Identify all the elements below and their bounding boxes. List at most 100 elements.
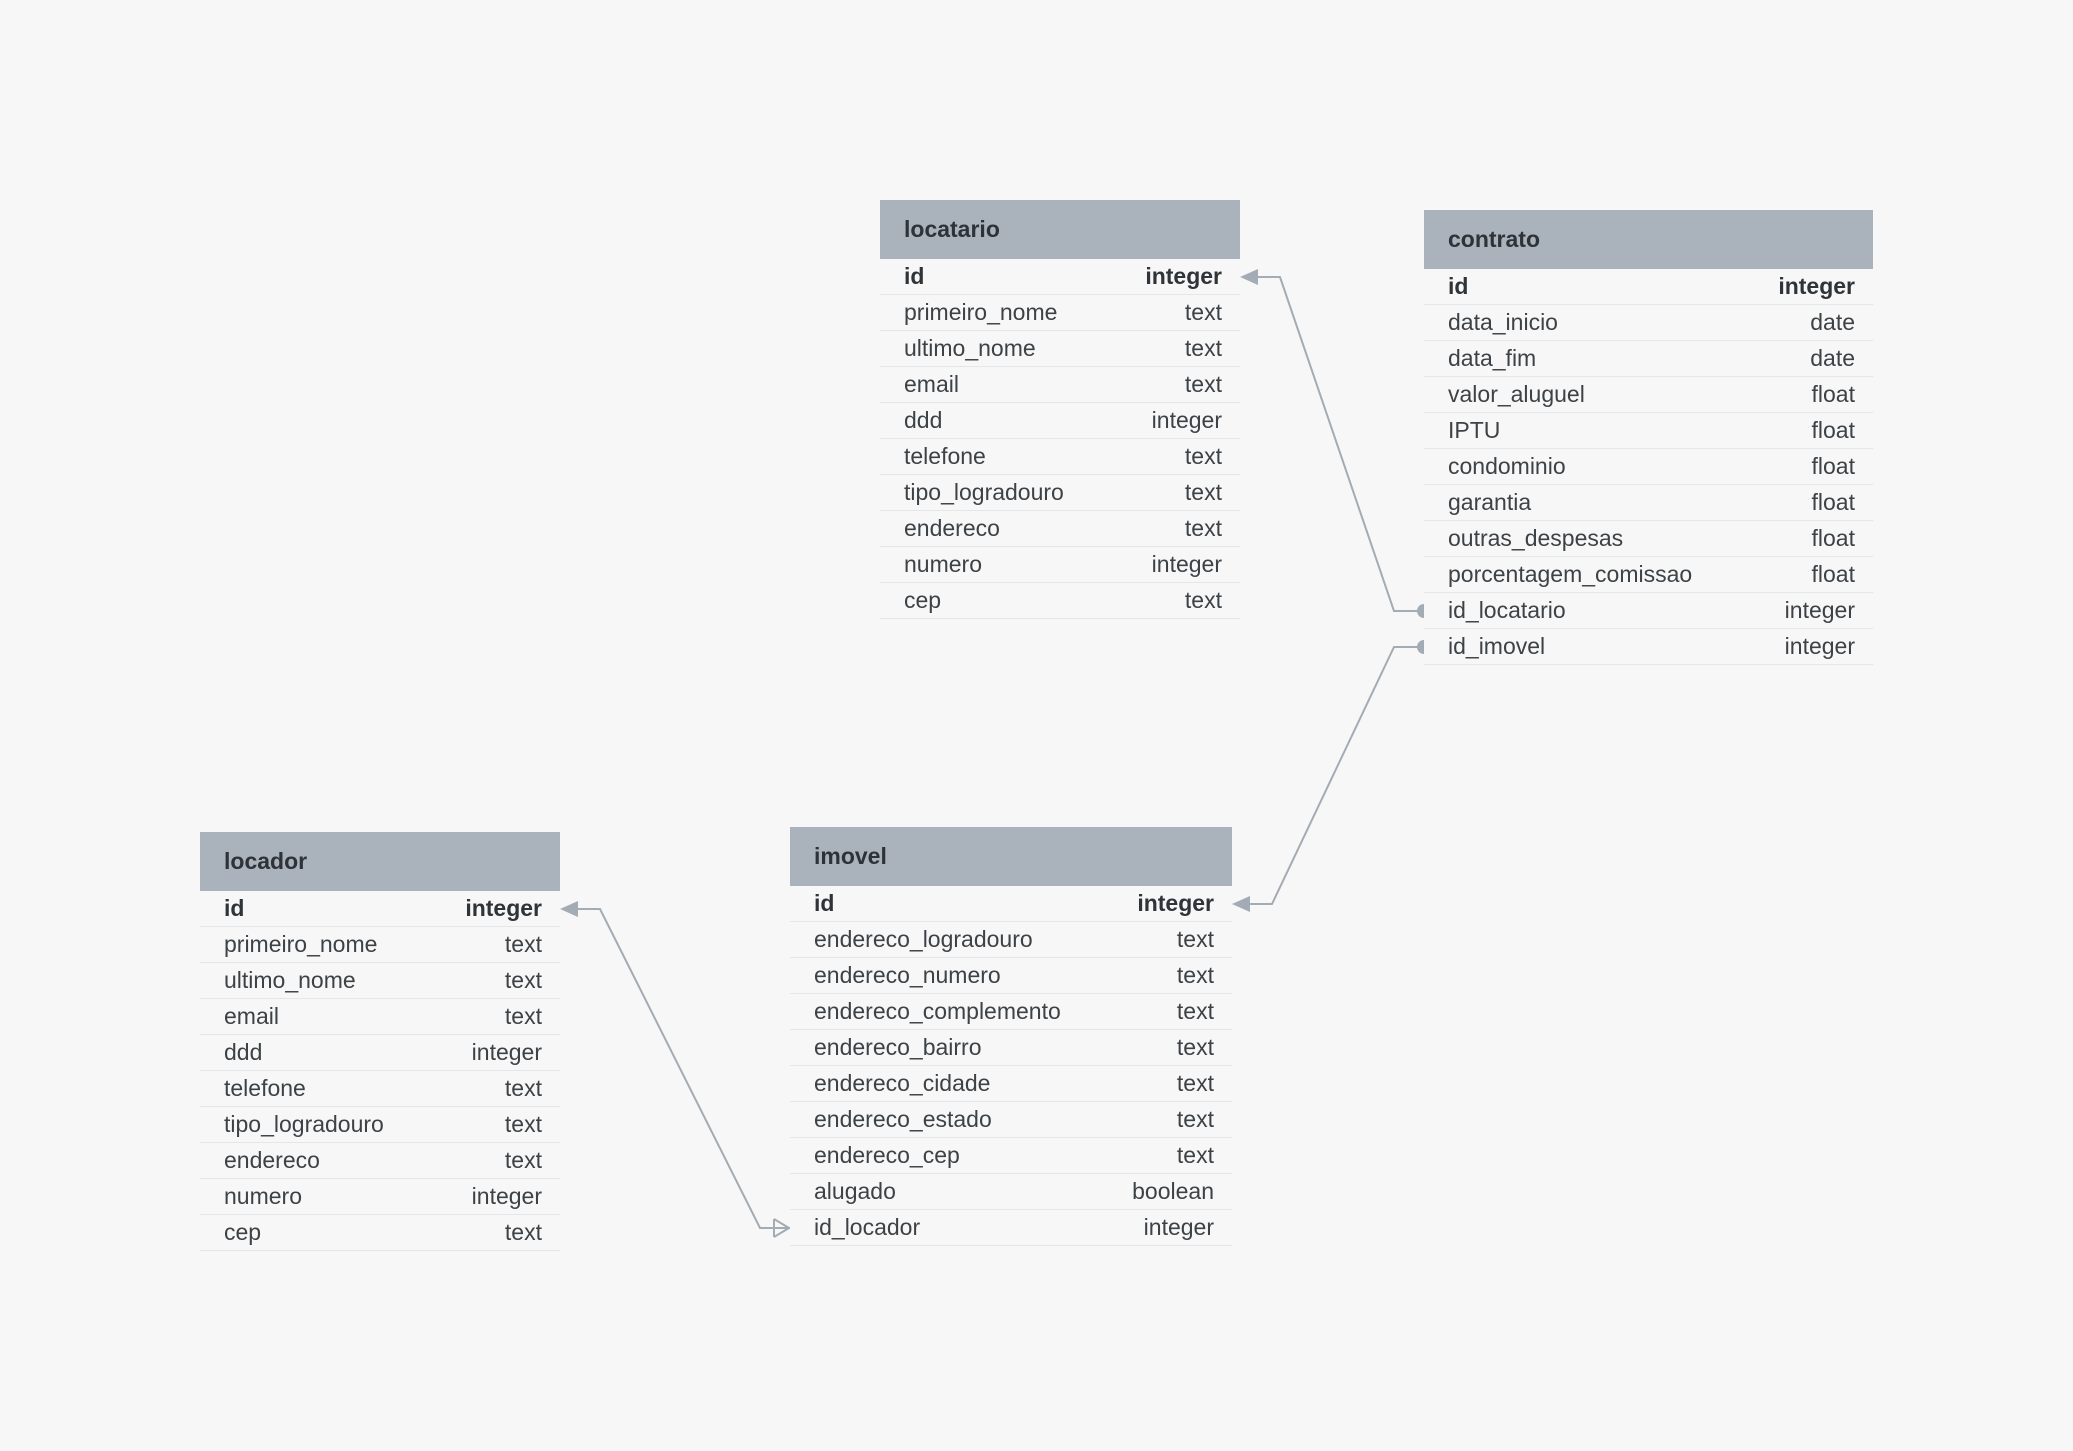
column-name: tipo_logradouro	[224, 1111, 384, 1137]
locador-column-row-tipo_logradouro[interactable]: tipo_logradouro text	[200, 1107, 560, 1143]
column-name: outras_despesas	[1448, 525, 1624, 551]
locatario-column-row-id[interactable]: id integer	[880, 259, 1240, 295]
locador-column-row-id[interactable]: id integer	[200, 891, 560, 927]
imovel-column-row-id[interactable]: id integer	[790, 886, 1232, 922]
table-header-locador[interactable]: locador	[200, 832, 560, 891]
column-type: float	[1811, 417, 1855, 443]
column-name: condominio	[1448, 453, 1566, 479]
column-name: endereco_numero	[814, 962, 1001, 988]
locatario-column-row-cep[interactable]: cep text	[880, 583, 1240, 619]
locatario-column-row-ddd[interactable]: ddd integer	[880, 403, 1240, 439]
column-type: text	[504, 931, 542, 957]
column-type: integer	[1784, 597, 1855, 623]
column-type: text	[1176, 1106, 1214, 1132]
column-name: data_fim	[1448, 345, 1537, 371]
imovel-column-row-endereco_numero[interactable]: endereco_numero text	[790, 958, 1232, 994]
relation-arrowhead-locatario	[1240, 269, 1258, 285]
imovel-column-row-endereco_cidade[interactable]: endereco_cidade text	[790, 1066, 1232, 1102]
contrato-column-row-outras_despesas[interactable]: outras_despesas float	[1424, 521, 1873, 557]
column-type: float	[1811, 489, 1855, 515]
column-name: id	[904, 263, 925, 289]
relation-line-id_imovel	[1250, 646, 1424, 905]
table-header-locatario[interactable]: locatario	[880, 200, 1240, 259]
column-type: float	[1811, 453, 1855, 479]
column-type: text	[1184, 299, 1222, 325]
column-name: porcentagem_comissao	[1448, 561, 1693, 587]
column-type: integer	[1143, 1214, 1214, 1240]
column-name: cep	[904, 587, 942, 613]
column-name: ultimo_nome	[904, 335, 1036, 361]
table-header-contrato[interactable]: contrato	[1424, 210, 1873, 269]
column-name: numero	[224, 1183, 302, 1209]
column-type: integer	[1137, 890, 1214, 916]
column-name: cep	[224, 1219, 262, 1245]
column-type: integer	[471, 1183, 542, 1209]
column-type: integer	[1778, 273, 1855, 299]
locatario-column-row-primeiro_nome[interactable]: primeiro_nome text	[880, 295, 1240, 331]
column-type: integer	[1151, 407, 1222, 433]
locador-column-row-numero[interactable]: numero integer	[200, 1179, 560, 1215]
column-name: telefone	[904, 443, 986, 469]
relation-line-id_locatario	[1258, 276, 1424, 612]
column-type: float	[1811, 525, 1855, 551]
column-type: text	[1176, 926, 1214, 952]
column-type: integer	[1145, 263, 1222, 289]
column-type: integer	[1151, 551, 1222, 577]
column-type: text	[1176, 962, 1214, 988]
column-type: float	[1811, 381, 1855, 407]
column-name: ddd	[904, 407, 943, 433]
column-type: text	[1176, 1034, 1214, 1060]
contrato-column-row-condominio[interactable]: condominio float	[1424, 449, 1873, 485]
column-name: endereco_logradouro	[814, 926, 1033, 952]
column-name: id	[814, 890, 835, 916]
column-type: text	[1176, 1070, 1214, 1096]
column-name: id	[224, 895, 245, 921]
column-name: primeiro_nome	[904, 299, 1058, 325]
imovel-column-row-endereco_logradouro[interactable]: endereco_logradouro text	[790, 922, 1232, 958]
relation-arrowhead-locador	[560, 901, 578, 917]
relation-many-marker-id_locador	[773, 1218, 791, 1238]
column-name: endereco	[224, 1147, 320, 1173]
table-header-imovel[interactable]: imovel	[790, 827, 1232, 886]
column-type: text	[1184, 587, 1222, 613]
column-name: endereco_cidade	[814, 1070, 991, 1096]
relation-arrowhead-imovel	[1232, 896, 1250, 912]
column-type: integer	[465, 895, 542, 921]
column-type: text	[504, 1111, 542, 1137]
